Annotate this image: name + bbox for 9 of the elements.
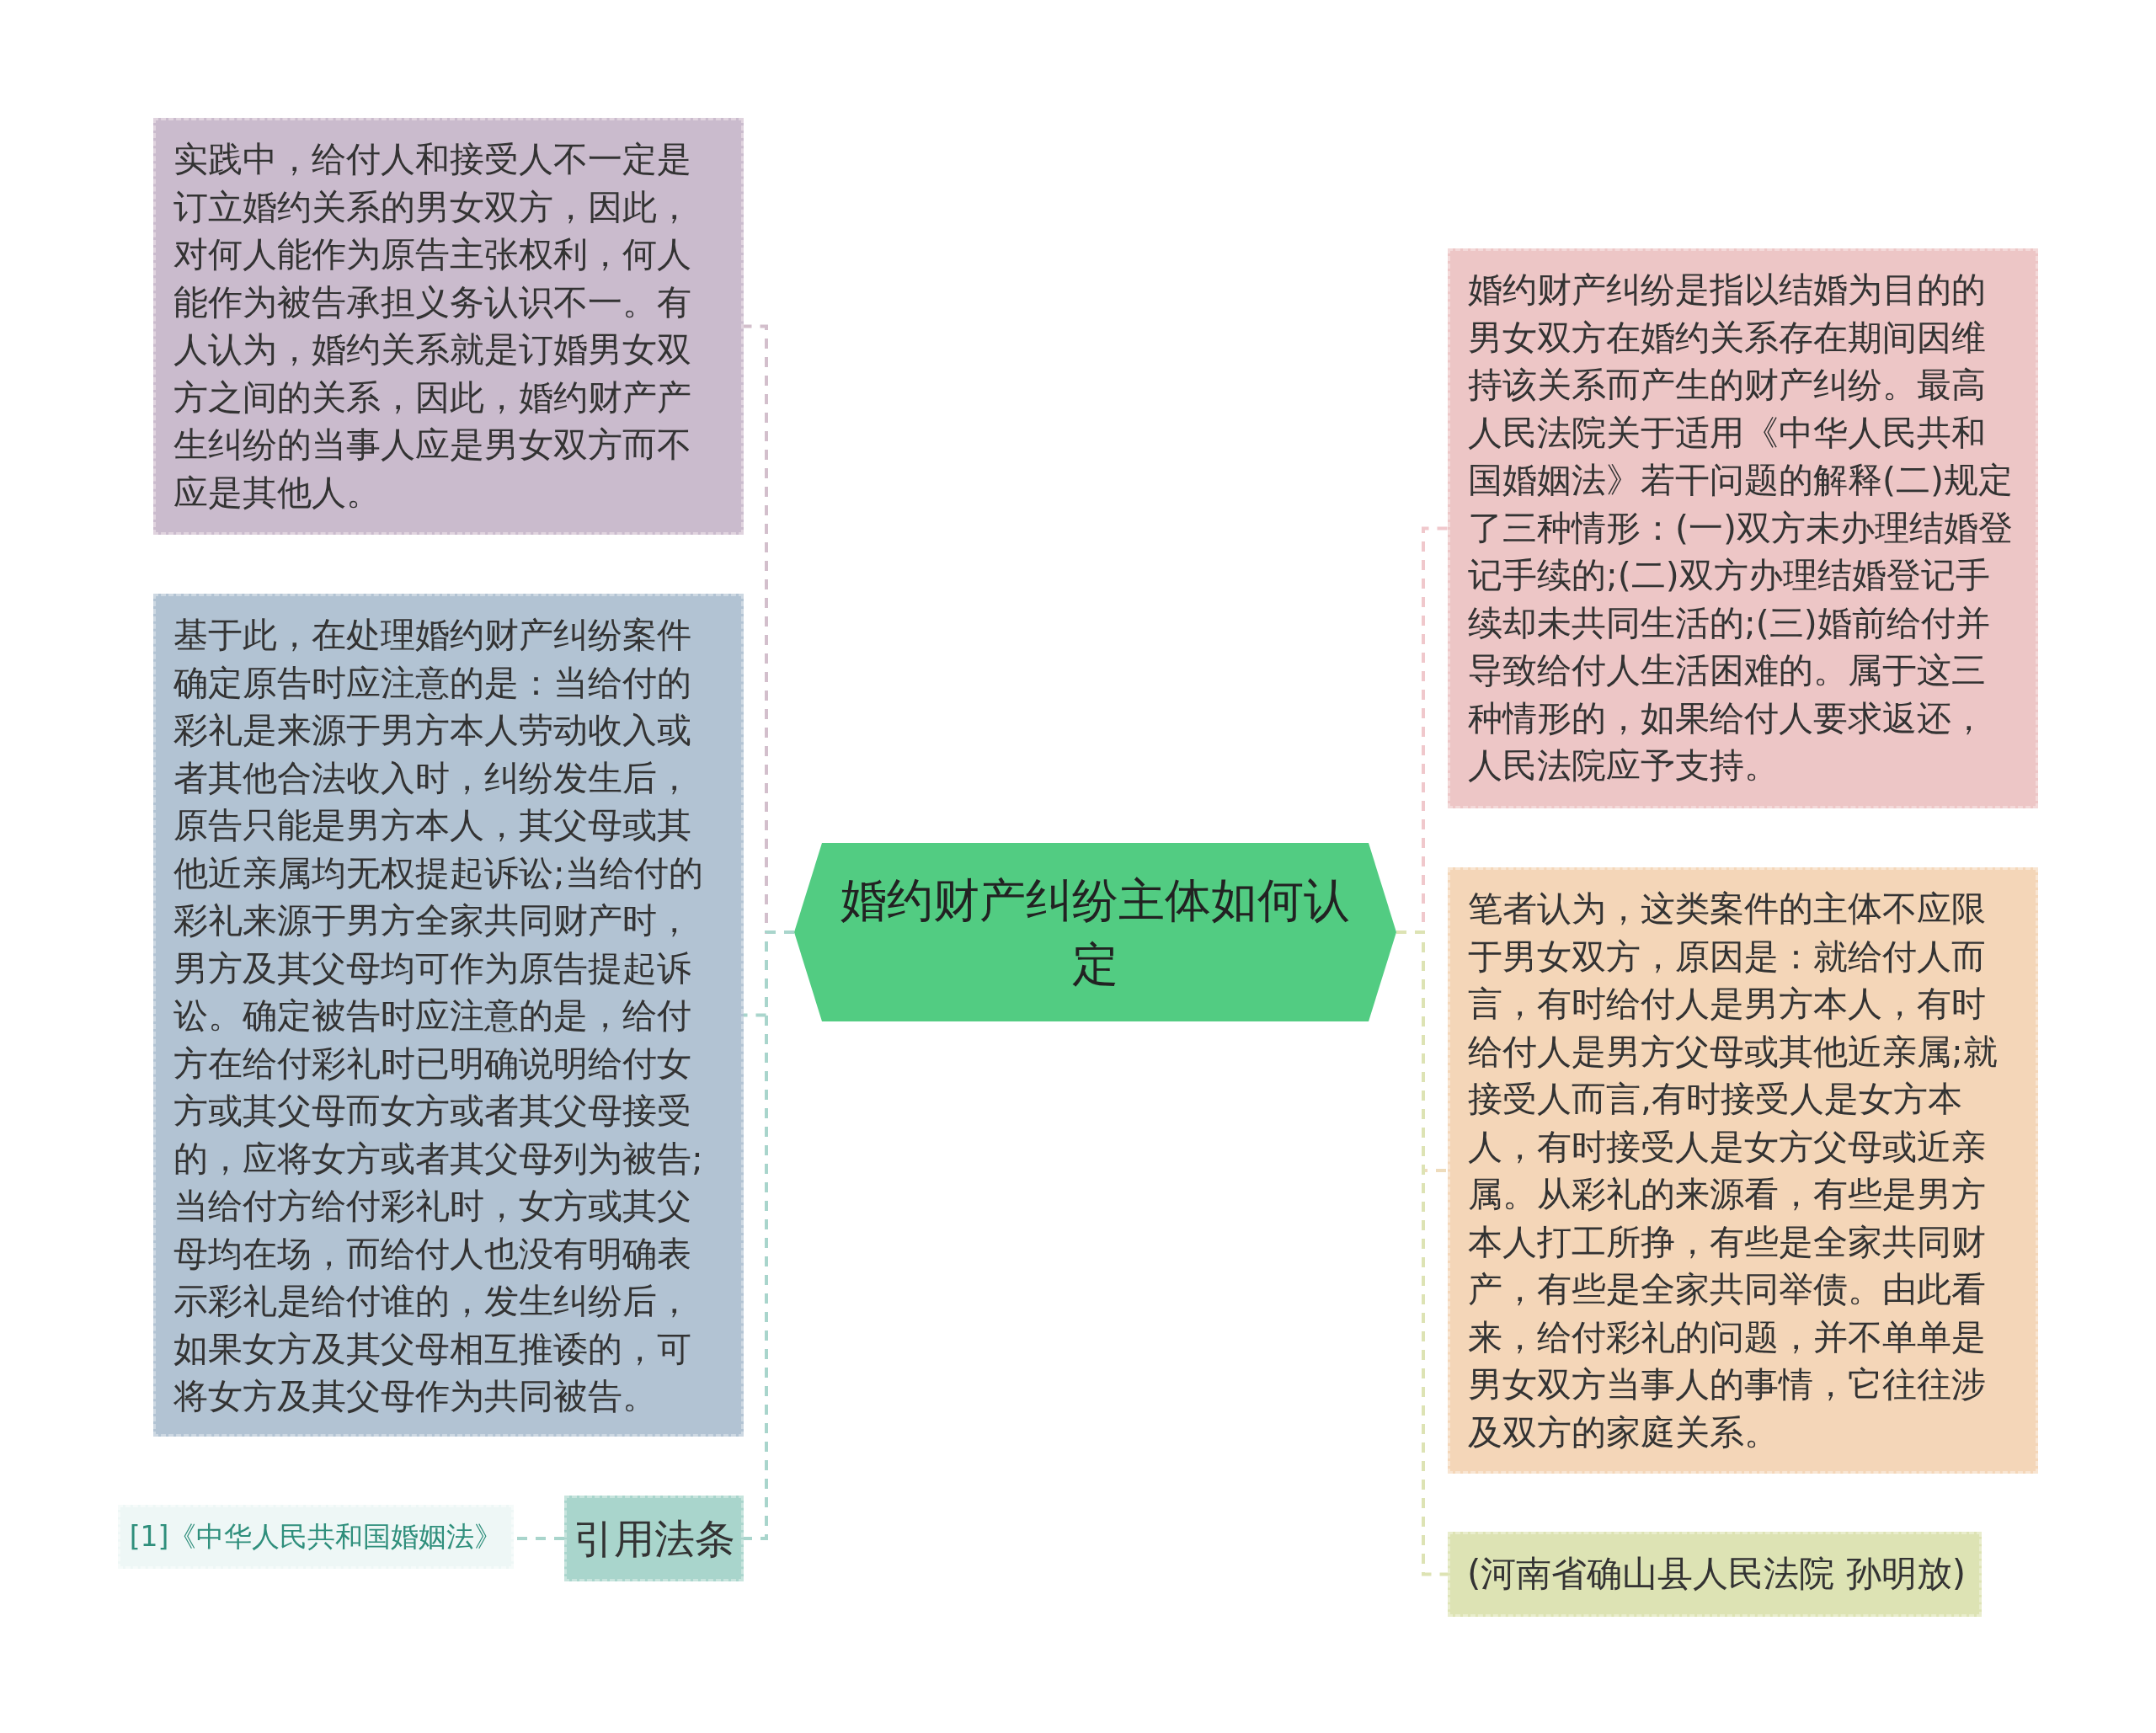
author-box: (河南省确山县人民法院 孙明放)	[1448, 1532, 1982, 1617]
connector-line	[1396, 930, 1448, 1576]
note-box: 实践中，给付人和接受人不一定是订立婚约关系的男女双方，因此，对何人能作为原告主张权利，何人能作为被告承担义务认识不一。有人认为，婚约关系就是订婚男女双方之间的关系，因此，婚约财产产生纠纷的当事人应是男女双方而不应是其他人。	[153, 118, 744, 535]
topic-hexagon: 婚约财产纠纷主体如何认定	[794, 843, 1396, 1021]
reference-box: [1]《中华人民共和国婚姻法》	[118, 1505, 514, 1569]
note-box: 婚约财产纠纷是指以结婚为目的的男女双方在婚约关系存在期间因维持该关系而产生的财产纠纷。最高人民法院关于适用《中华人民共和国婚姻法》若干问题的解释(二)规定了三种情形：(一)双方未办理结婚登记手续的;(二)双方办理结婚登记手续却未共同生活的;(三)婚前给付并导致给付人生活困难的。属于这三种情形的，如果给付人要求返还，人民法院应予支持。	[1448, 248, 2038, 808]
note-box: 笔者认为，这类案件的主体不应限于男女双方，原因是：就给付人而言，有时给付人是男方本人，有时给付人是男方父母或其他近亲属;就接受人而言,有时接受人是女方本人，有时接受人是女方父母或近亲属。从彩礼的来源看，有些是男方本人打工所挣，有些是全家共同财产，有些是全家共同举债。由此看来，给付彩礼的问题，并不单单是男女双方当事人的事情，它往往涉及双方的家庭关系。	[1448, 867, 2038, 1474]
topic-box: 引用法条	[564, 1496, 744, 1581]
note-box: 基于此，在处理婚约财产纠纷案件确定原告时应注意的是：当给付的彩礼是来源于男方本人劳动收入或者其他合法收入时，纠纷发生后，原告只能是男方本人，其父母或其他近亲属均无权提起诉讼;当给付的彩礼来源于男方全家共同财产时，男方及其父母均可作为原告提起诉讼。确定被告时应注意的是，给付方在给付彩礼时已明确说明给付女方或其父母而女方或者其父母接受的，应将女方或者其父母列为被告;当给付方给付彩礼时，女方或其父母均在场，而给付人也没有明确表示彩礼是给付谁的，发生纠纷后，如果女方及其父母相互推诿的，可将女方及其父母作为共同被告。	[153, 594, 744, 1437]
